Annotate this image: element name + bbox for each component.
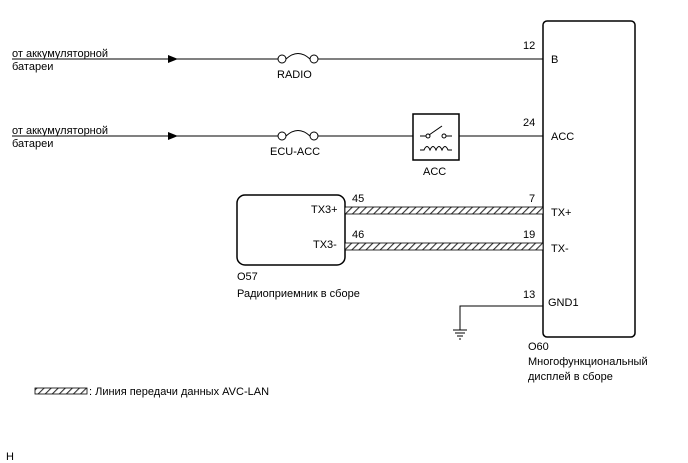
battery-2-label-line1: от аккумуляторной [12, 125, 108, 137]
legend-text: : Линия передачи данных AVC-LAN [89, 386, 269, 398]
radio-pin-tx3plus-name: TX3+ [311, 204, 338, 216]
radio-pin-46-number: 46 [352, 229, 364, 241]
arrow-icon [168, 132, 178, 140]
display-name-line1: Многофункциональный [528, 356, 648, 368]
radio-receiver-code: O57 [237, 271, 258, 283]
relay-coil-icon [420, 146, 452, 152]
display-pin-12-name: B [551, 54, 558, 66]
fuse-ecu-acc: ECU-ACC [270, 130, 320, 158]
legend-avc-lan-swatch [34, 387, 88, 395]
radio-receiver-box [236, 194, 346, 266]
wire-ground [459, 305, 543, 330]
relay-label: ACC [423, 166, 446, 178]
ground-icon [453, 329, 467, 340]
fuse-radio-label: RADIO [277, 69, 312, 81]
battery-source-2: от аккумуляторной батареи [12, 125, 108, 150]
display-box [542, 20, 636, 338]
display-pin-19-number: 19 [523, 229, 535, 241]
avc-lan-line-tx-minus [344, 242, 544, 251]
display-name-line2: дисплей в сборе [528, 371, 613, 383]
display-code: O60 [528, 341, 549, 353]
battery-1-label-line1: от аккумуляторной [12, 48, 108, 60]
relay-switch-icon [420, 125, 452, 139]
arrow-icon [168, 55, 178, 63]
acc-relay: ACC [412, 113, 460, 178]
display-pin-12-number: 12 [523, 40, 535, 52]
radio-receiver-name: Радиоприемник в сборе [237, 288, 360, 300]
display-pin-24-number: 24 [523, 117, 535, 129]
radio-pin-45-number: 45 [352, 193, 364, 205]
fuse-ecu-acc-label: ECU-ACC [270, 146, 320, 158]
battery-1-label-line2: батареи [12, 61, 53, 73]
avc-lan-line-tx-plus [344, 206, 544, 215]
display-pin-7-number: 7 [529, 193, 535, 205]
display-pin-24-name: ACC [551, 131, 574, 143]
radio-pin-tx3minus-name: TX3- [313, 239, 337, 251]
display-pin-7-name: TX+ [551, 207, 571, 219]
display-pin-19-name: TX- [551, 243, 569, 255]
fuse-radio: RADIO [277, 53, 319, 81]
battery-source-1: от аккумуляторной батареи [12, 48, 108, 73]
display-pin-13-name: GND1 [548, 297, 579, 309]
battery-2-label-line2: батареи [12, 138, 53, 150]
legend: : Линия передачи данных AVC-LAN [34, 386, 269, 398]
corner-mark: H [6, 451, 14, 463]
relay-box [412, 113, 460, 161]
display-pin-13-number: 13 [523, 289, 535, 301]
